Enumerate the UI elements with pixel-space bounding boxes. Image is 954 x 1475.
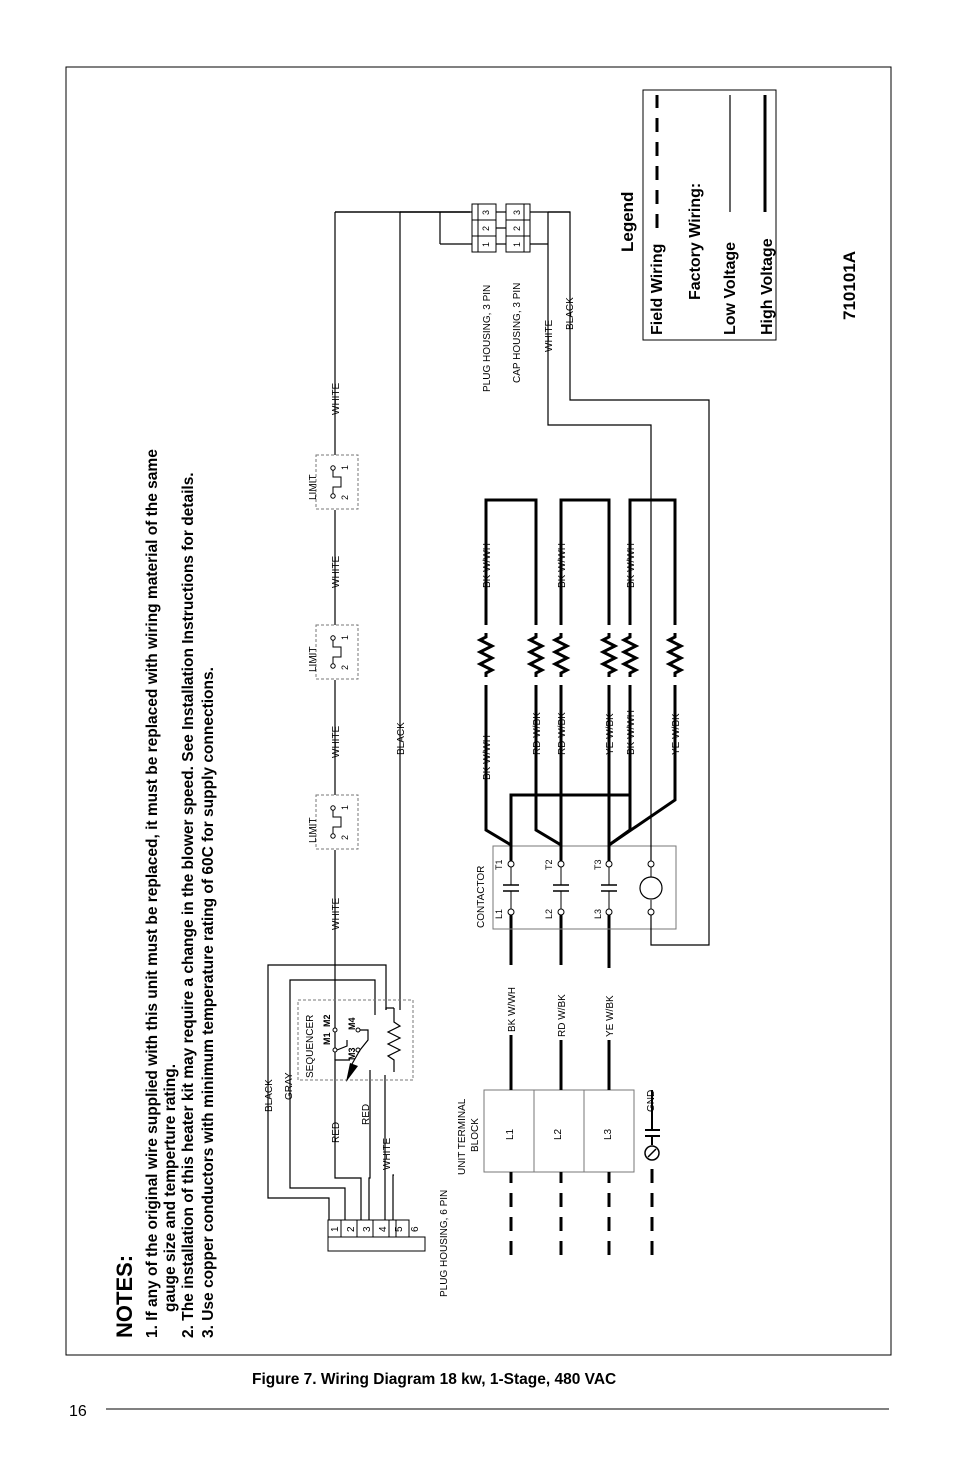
cap3-pin-1: 1 (512, 242, 522, 247)
wire-label-gray: GRAY (284, 1072, 295, 1100)
limit-3-label: LIMIT (308, 474, 319, 500)
limit-switch-2 (315, 624, 359, 680)
limit-1-label: LIMIT (308, 817, 319, 843)
line-wiring (509, 915, 611, 1090)
limit-1-term-2: 2 (340, 835, 350, 840)
wire-label-white-4: WHITE (331, 555, 342, 588)
limit-3-term-1: 1 (340, 465, 350, 470)
wire-label-red-2: RED (361, 1104, 372, 1125)
wire-label-bkwwh-a: BK W/WH (482, 735, 493, 780)
plug3-pin-3: 3 (481, 210, 491, 215)
contactor: CONTACTOR L1 L2 L3 T1 T2 T3 (476, 845, 677, 930)
tb-l2: L2 (553, 1128, 564, 1140)
wire-label-black-cap: BLACK (565, 297, 576, 330)
wire-label-yewbk-l3: YE W/BK (605, 995, 616, 1037)
limit-2-term-1: 1 (340, 635, 350, 640)
wire-label-bkwwh-e: BK W/WH (626, 543, 637, 588)
note-1-cont: gauge size and temperture rating. (162, 1064, 179, 1312)
unit-terminal-block: UNIT TERMINAL BLOCK L1 L2 L3 GND (457, 1089, 660, 1175)
pin-5: 5 (394, 1226, 405, 1232)
limit-1-term-1: 1 (340, 805, 350, 810)
contactor-l2: L2 (544, 909, 554, 919)
sequencer-m4: M4 (347, 1017, 357, 1030)
unit-terminal-block-label: UNIT TERMINAL (457, 1098, 468, 1175)
pin-2: 2 (346, 1226, 357, 1232)
limit-2-label: LIMIT (308, 646, 319, 672)
sequencer-m2: M2 (322, 1014, 332, 1027)
wire-label-white-5: WHITE (331, 382, 342, 415)
figure-caption: Figure 7. Wiring Diagram 18 kw, 1-Stage,… (252, 1371, 616, 1388)
field-wiring (509, 1165, 654, 1255)
contactor-t2: T2 (544, 859, 554, 870)
wire-label-white-3: WHITE (331, 725, 342, 758)
note-1: 1. If any of the original wire supplied … (144, 449, 161, 1338)
legend-low-voltage: Low Voltage (722, 242, 739, 335)
limit-3-term-2: 2 (340, 495, 350, 500)
page-number: 16 (69, 1403, 87, 1420)
note-2: 2. The installation of this heater kit m… (180, 472, 197, 1338)
contactor-t1: T1 (494, 859, 504, 870)
limit-2-term-2: 2 (340, 665, 350, 670)
sequencer-m1: M1 (322, 1032, 332, 1045)
pin-4: 4 (378, 1226, 389, 1232)
contactor-l3: L3 (593, 909, 603, 919)
wire-label-bkwwh-c: BK W/WH (482, 543, 493, 588)
plug3-pin-2: 2 (481, 226, 491, 231)
legend-box (642, 89, 777, 341)
plug-housing-6-pin: 1 2 3 4 5 6 PLUG HOUSING, 6 PIN (327, 1190, 450, 1297)
heater-wiring (478, 498, 683, 861)
legend-title: Legend (618, 192, 637, 252)
note-3: 3. Use copper conductors with minimum te… (200, 667, 217, 1338)
notes-heading: NOTES: (112, 1255, 137, 1338)
plug-housing-6-label: PLUG HOUSING, 6 PIN (439, 1190, 450, 1297)
wire-label-red: RED (331, 1122, 342, 1143)
diagram-frame (65, 66, 892, 1356)
legend-field-wiring: Field Wiring (649, 244, 666, 335)
legend-high-voltage: High Voltage (759, 238, 776, 335)
wire-label-black-2: BLACK (396, 722, 407, 755)
wire-label-yewbk-b: YE W/BK (671, 713, 682, 755)
wire-label-bkwwh-d: BK W/WH (557, 543, 568, 588)
plug3-pin-1: 1 (481, 242, 491, 247)
tb-l3: L3 (603, 1128, 614, 1140)
contactor-t3: T3 (593, 859, 603, 870)
contactor-label: CONTACTOR (476, 866, 487, 928)
cap3-pin-2: 2 (512, 226, 522, 231)
wire-label-rdwbk-a: RD W/BK (532, 712, 543, 755)
wire-label-yewbk-a: YE W/BK (605, 713, 616, 755)
pin-3: 3 (362, 1226, 373, 1232)
wire-label-bkwwh-l1: BK W/WH (507, 987, 518, 1032)
legend: Legend Field Wiring Factory Wiring: Low … (618, 89, 777, 341)
plug-housing-3-label: PLUG HOUSING, 3 PIN (482, 285, 493, 392)
wire-label-black: BLACK (264, 1079, 275, 1112)
wire-label-rdwbk-b: RD W/BK (557, 712, 568, 755)
pin-6: 6 (410, 1226, 421, 1232)
cap-housing-3-label: CAP HOUSING, 3 PIN (512, 283, 523, 383)
wire-label-white-2: WHITE (331, 897, 342, 930)
limit-switch-3 (315, 454, 359, 510)
wire-label-bkwwh-b: BK W/WH (626, 710, 637, 755)
sequencer-m3: M3 (347, 1047, 357, 1060)
tb-l1: L1 (505, 1128, 516, 1140)
pin-1: 1 (330, 1226, 341, 1232)
cap3-pin-3: 3 (512, 210, 522, 215)
wire-label-white: WHITE (382, 1137, 393, 1170)
wire-label-rdwbk-l2: RD W/BK (557, 994, 568, 1037)
notes-block: NOTES: 1. If any of the original wire su… (112, 449, 217, 1338)
housing-3-wires (400, 211, 570, 245)
plug-housing-3-pin: 1 2 3 PLUG HOUSING, 3 PIN (471, 203, 497, 392)
contactor-l1: L1 (494, 909, 504, 919)
sequencer-label: SEQUENCER (305, 1015, 316, 1078)
limit-switch-1 (315, 794, 359, 850)
wire-label-white-cap: WHITE (544, 319, 555, 352)
legend-factory-wiring: Factory Wiring: (687, 183, 704, 300)
cap-housing-3-pin: 1 2 3 CAP HOUSING, 3 PIN (505, 203, 531, 383)
sequencer: SEQUENCER M1 M2 M3 M4 (297, 999, 414, 1082)
unit-terminal-block-label-2: BLOCK (470, 1118, 481, 1152)
drawing-code: 710101A (840, 251, 859, 320)
